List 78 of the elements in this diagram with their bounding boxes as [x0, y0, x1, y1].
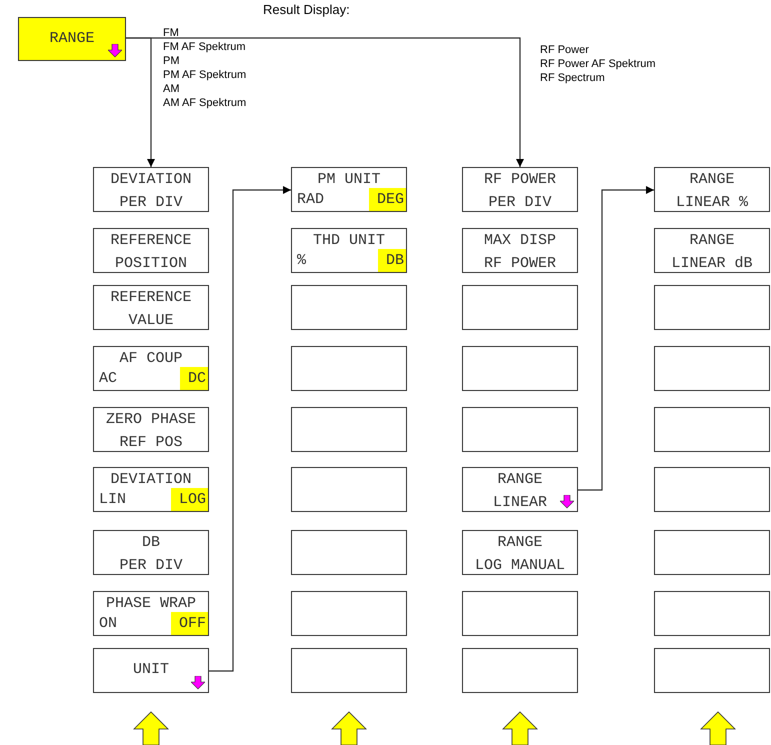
softkey-box — [462, 285, 578, 330]
softkey-box — [93, 167, 209, 212]
selected-option-label: DEG — [368, 188, 406, 211]
softkey-box — [93, 346, 209, 391]
softkey-box — [654, 591, 770, 636]
softkey-label: RANGE LINEAR dB — [671, 231, 752, 274]
softkey-label: RANGE LINEAR — [492, 470, 547, 513]
softkey-box — [93, 228, 209, 273]
softkey-label: DB PER DIV — [119, 533, 182, 576]
selected-option-label: DC — [180, 367, 208, 390]
result-display-item: RF Power AF Spektrum — [540, 58, 656, 70]
softkey-label: DEVIATION PER DIV — [110, 170, 192, 213]
softkey-label: DEVIATION — [110, 470, 192, 490]
softkey-box — [654, 648, 770, 693]
softkey-box — [462, 467, 578, 512]
softkey-label: THD UNIT — [312, 231, 385, 251]
softkey-box — [93, 648, 209, 693]
softkey-box — [291, 530, 407, 575]
softkey-box — [93, 591, 209, 636]
option-label: RAD — [296, 190, 326, 210]
softkey-label: REFERENCE VALUE — [110, 288, 192, 331]
softkey-label: ZERO PHASE REF POS — [106, 410, 196, 453]
softkey-box — [654, 167, 770, 212]
result-display-item: RF Power — [540, 44, 589, 56]
result-display-item: RF Spectrum — [540, 72, 605, 84]
softkey-box — [654, 346, 770, 391]
option-label: AC — [98, 369, 118, 389]
softkey-label: PM UNIT — [317, 170, 380, 190]
softkey-box — [291, 648, 407, 693]
softkey-box — [462, 648, 578, 693]
softkey-box — [93, 285, 209, 330]
option-label: LIN — [98, 490, 128, 510]
softkey-box — [291, 285, 407, 330]
softkey-box — [291, 407, 407, 452]
softkey-box — [654, 530, 770, 575]
result-display-item: FM — [163, 27, 179, 39]
softkey-box — [654, 285, 770, 330]
softkey-box — [291, 167, 407, 212]
softkey-label: PHASE WRAP — [106, 594, 196, 614]
menu-key — [18, 17, 126, 61]
softkey-box — [654, 407, 770, 452]
softkey-label: RANGE — [49, 29, 94, 49]
softkey-label: RANGE LINEAR % — [676, 170, 748, 213]
softkey-box — [462, 407, 578, 452]
selected-option-label: DB — [378, 249, 406, 272]
softkey-box — [93, 530, 209, 575]
arrow — [209, 186, 291, 672]
softkey-box — [462, 591, 578, 636]
softkey-box — [291, 228, 407, 273]
arrow — [578, 186, 654, 491]
option-label: ON — [98, 614, 118, 634]
heading-label: Result Display: — [263, 2, 350, 17]
softkey-label: AF COUP — [119, 349, 182, 369]
option-label: % — [296, 251, 308, 271]
softkey-box — [462, 167, 578, 212]
arrow — [126, 37, 524, 167]
result-display-item: AM — [163, 83, 180, 95]
softkey-box — [654, 228, 770, 273]
softkey-box — [93, 467, 209, 512]
softkey-label: UNIT — [132, 660, 169, 680]
result-display-item: FM AF Spektrum — [163, 41, 246, 53]
softkey-label: RF POWER PER DIV — [484, 170, 556, 213]
softkey-box — [462, 346, 578, 391]
selected-option-label: OFF — [170, 612, 208, 635]
softkey-label: MAX DISP RF POWER — [484, 231, 556, 274]
softkey-box — [462, 530, 578, 575]
result-display-item: AM AF Spektrum — [163, 97, 246, 109]
selected-option-label: LOG — [170, 488, 208, 511]
softkey-box — [462, 228, 578, 273]
softkey-box — [291, 346, 407, 391]
softkey-label: RANGE LOG MANUAL — [474, 533, 565, 576]
softkey-box — [291, 467, 407, 512]
softkey-box — [654, 467, 770, 512]
result-display-item: PM AF Spektrum — [163, 69, 246, 81]
softkey-box — [93, 407, 209, 452]
softkey-box — [291, 591, 407, 636]
softkey-label: REFERENCE POSITION — [110, 231, 192, 274]
result-display-item: PM — [163, 55, 180, 67]
